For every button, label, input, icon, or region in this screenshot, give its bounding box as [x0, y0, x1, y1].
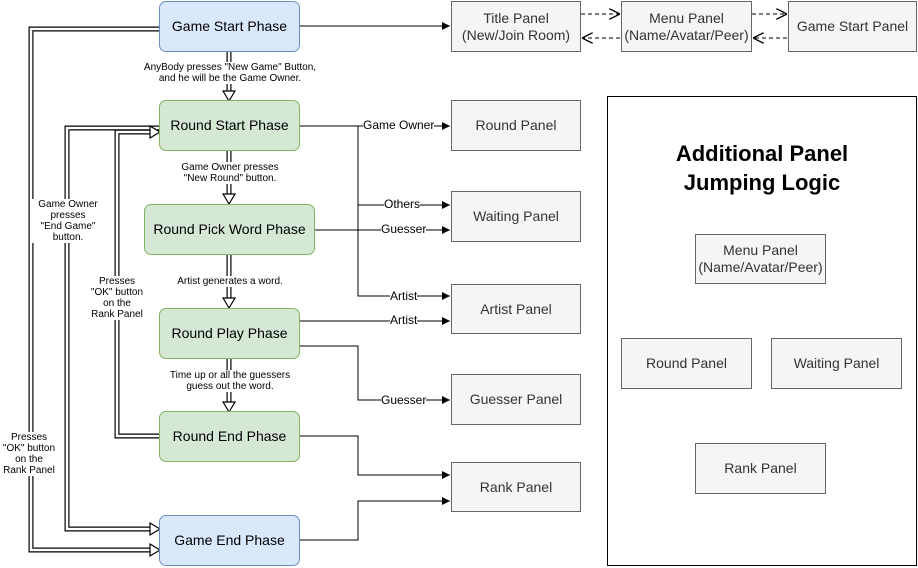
flow-play-roundend — [221, 401, 237, 414]
title-panel: Title Panel (New/Join Room) — [451, 1, 581, 52]
label-new-game-line2: and he will be the Game Owner. — [158, 73, 302, 84]
title-panel-desc: (New/Join Room) — [461, 26, 571, 43]
title-panel-name: Title Panel — [483, 9, 549, 26]
legend-menu-panel-name: Menu Panel — [723, 242, 798, 258]
artist-panel: Artist Panel — [451, 284, 581, 334]
label-time-up-line1: Time up or all the guessers — [169, 370, 291, 381]
round-start-phase: Round Start Phase — [159, 100, 300, 151]
waiting-panel: Waiting Panel — [451, 191, 581, 242]
flow-roundstart-gameend — [149, 521, 162, 537]
label-ok-rank-inner-line3: on the — [103, 298, 131, 309]
round-end-phase: Round End Phase — [159, 411, 300, 462]
label-ok-rank-outer-line3: on the — [15, 454, 43, 465]
label-new-game-line1: AnyBody presses "New Game" Button, — [143, 62, 317, 73]
edge-roundstart-artist — [299, 125, 450, 300]
game-end-phase: Game End Phase — [159, 515, 300, 566]
round-pick-word-phase: Round Pick Word Phase — [144, 204, 315, 255]
label-end-game-line1: Game Owner — [38, 199, 98, 210]
label-ok-rank-outer-line4: Rank Panel — [3, 465, 55, 476]
legend-title: Additional Panel Jumping Logic — [607, 139, 917, 197]
label-ok-rank-inner-line2: "OK" button — [90, 287, 144, 298]
label-end-game-line2: presses — [50, 210, 86, 221]
edge-label-game-owner: Game Owner — [363, 118, 435, 132]
menu-panel-desc: (Name/Avatar/Peer) — [624, 26, 749, 43]
edge-label-artist-1: Artist — [390, 289, 418, 303]
flow-roundstart-pickword — [221, 193, 237, 206]
legend-title-line1: Additional Panel — [675, 141, 849, 166]
label-artist-generates: Artist generates a word. — [160, 276, 300, 287]
rank-panel: Rank Panel — [451, 462, 581, 512]
label-ok-rank-outer-line2: "OK" button — [2, 443, 56, 454]
menu-panel-name: Menu Panel — [649, 9, 724, 26]
edge-label-guesser-2: Guesser — [381, 393, 427, 407]
edge-roundend-rank — [299, 435, 450, 479]
flow-gamestart-gameend — [149, 542, 162, 558]
legend-menu-panel: Menu Panel (Name/Avatar/Peer) — [695, 234, 826, 284]
flow-roundend-roundstart — [149, 124, 162, 140]
round-panel: Round Panel — [451, 100, 581, 151]
label-new-round-line1: Game Owner presses — [181, 162, 279, 173]
label-time-up: Time up or all the guessers guess out th… — [160, 370, 300, 392]
label-new-round: Game Owner presses "New Round" button. — [165, 162, 295, 184]
label-new-game: AnyBody presses "New Game" Button, and h… — [140, 62, 320, 84]
game-start-phase: Game Start Phase — [159, 1, 300, 52]
legend-rank-panel: Rank Panel — [695, 443, 826, 494]
label-ok-rank-outer: Presses "OK" button on the Rank Panel — [1, 432, 57, 476]
guesser-panel: Guesser Panel — [451, 374, 581, 425]
label-end-game-line3: "End Game" — [40, 221, 96, 232]
label-end-game: Game Owner presses "End Game" button. — [32, 199, 104, 243]
edge-roundstart-waiting — [299, 125, 450, 209]
edge-label-guesser-1: Guesser — [381, 222, 427, 236]
legend-waiting-panel: Waiting Panel — [771, 338, 902, 389]
label-ok-rank-inner: Presses "OK" button on the Rank Panel — [88, 276, 146, 320]
label-end-game-line4: button. — [52, 232, 84, 243]
edge-gameend-rank — [299, 497, 450, 541]
label-new-round-line2: "New Round" button. — [183, 173, 277, 184]
legend-round-panel: Round Panel — [621, 338, 752, 389]
game-start-panel: Game Start Panel — [788, 1, 917, 52]
menu-panel: Menu Panel (Name/Avatar/Peer) — [621, 1, 752, 52]
legend-title-line2: Jumping Logic — [683, 170, 841, 195]
round-play-phase: Round Play Phase — [159, 308, 300, 359]
label-ok-rank-inner-line1: Presses — [98, 276, 136, 287]
label-ok-rank-inner-line4: Rank Panel — [91, 309, 143, 320]
label-ok-rank-outer-line1: Presses — [10, 432, 48, 443]
flow-pickword-play — [221, 297, 237, 310]
edge-label-artist-2: Artist — [390, 313, 418, 327]
edge-play-guesser — [299, 345, 450, 404]
label-time-up-line2: guess out the word. — [186, 381, 274, 392]
legend-menu-panel-desc: (Name/Avatar/Peer) — [698, 259, 823, 275]
edge-label-others: Others — [384, 197, 421, 211]
